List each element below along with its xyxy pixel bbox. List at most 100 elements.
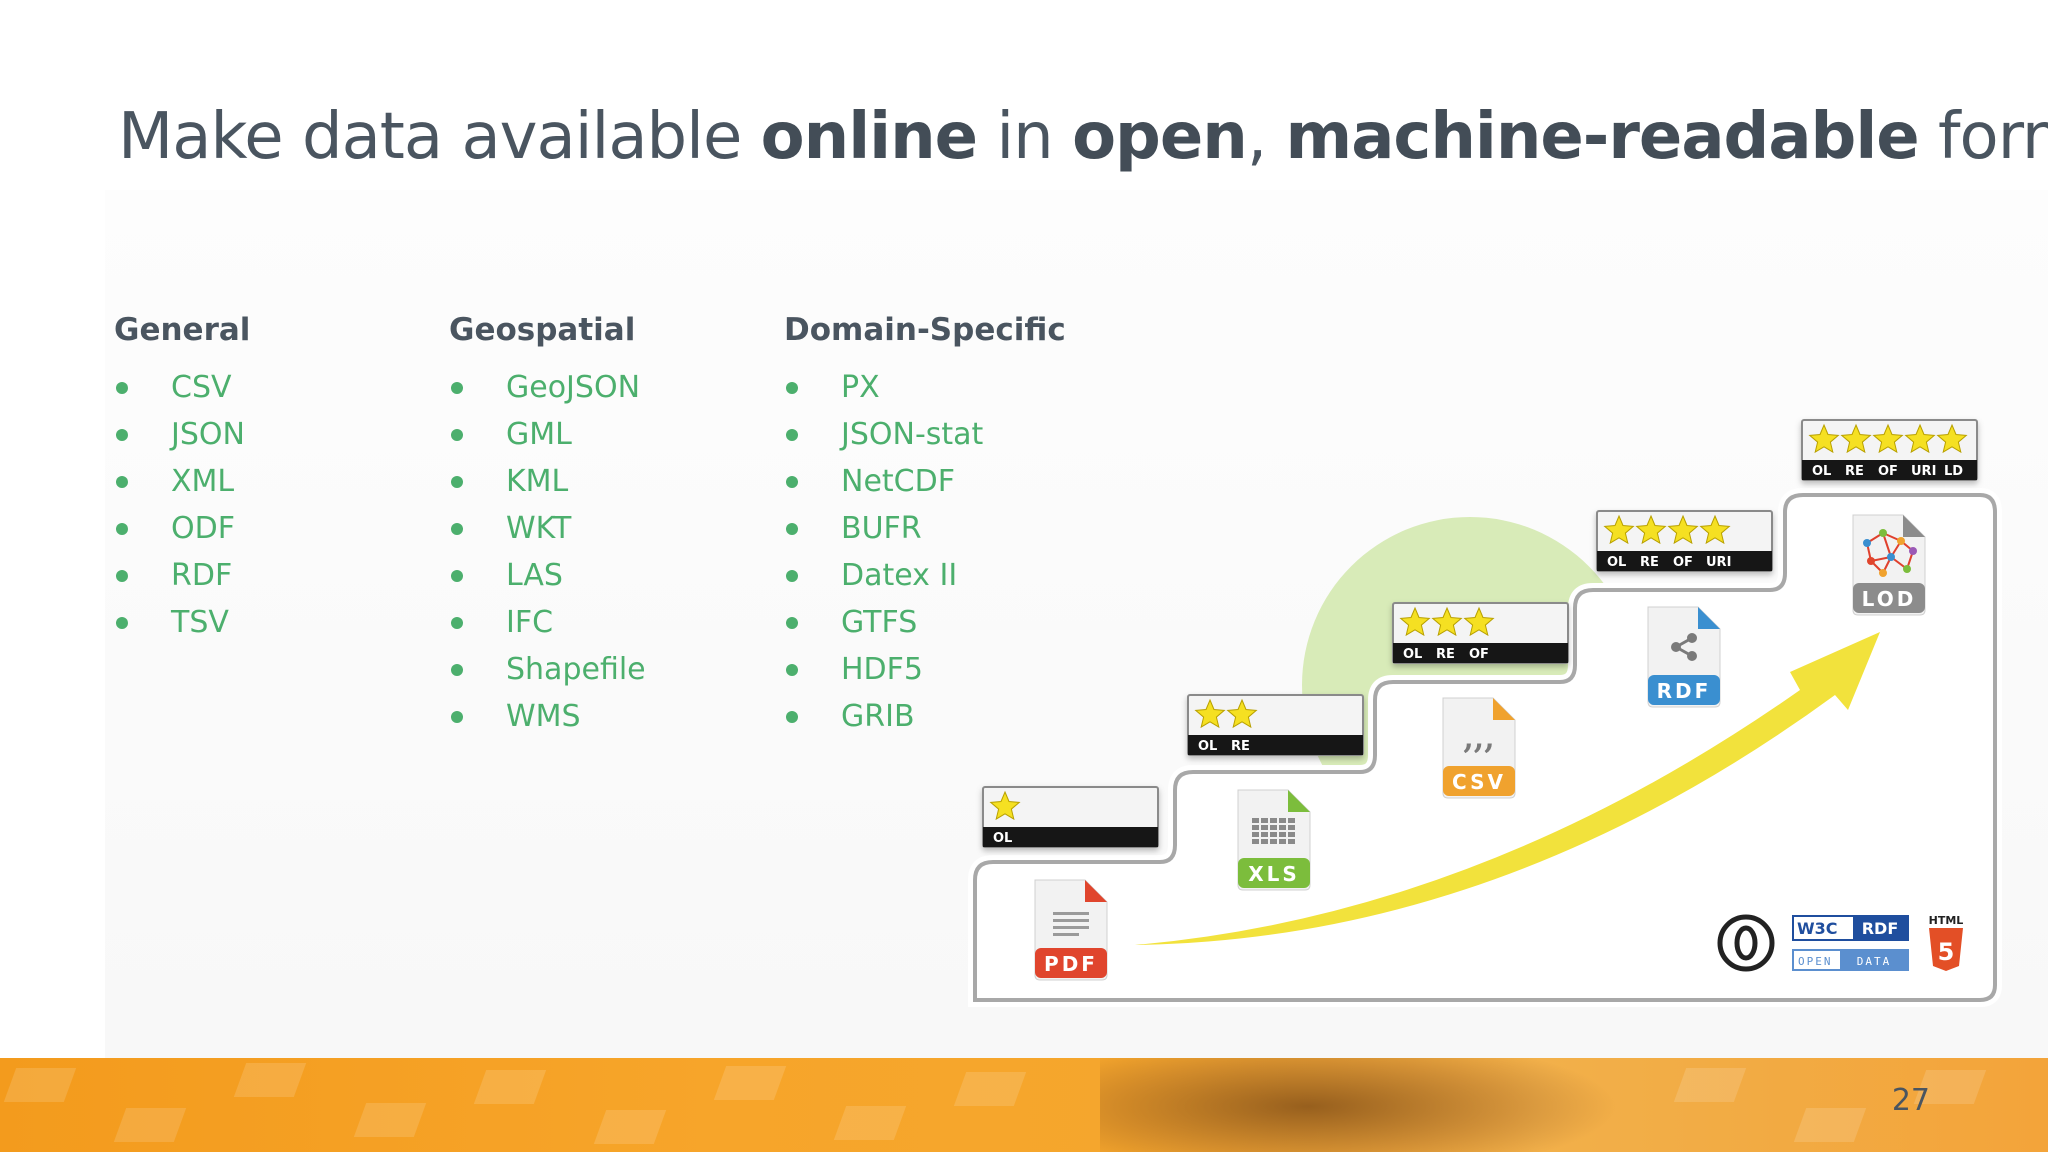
star-icon — [1936, 423, 1968, 454]
license-ring — [1717, 914, 1775, 972]
rating-tag-label: OL — [993, 831, 1012, 846]
rating-tag-label: RE — [1845, 464, 1864, 479]
star-icon — [1603, 514, 1635, 545]
column-heading: General — [114, 312, 251, 348]
open-license-badge — [1717, 914, 1775, 972]
rating-tag-label: RE — [1436, 647, 1455, 662]
grid-cell — [1279, 839, 1286, 844]
rating-tag-label: RE — [1231, 739, 1250, 754]
network-node — [1909, 547, 1917, 555]
footer-banner — [0, 1058, 2048, 1152]
xls-file-icon: XLS — [1237, 789, 1311, 891]
page-number: 27 — [1891, 1083, 1930, 1118]
share-node — [1671, 642, 1681, 652]
rdf-label: RDF — [1862, 919, 1899, 938]
file-corner-fold — [1903, 515, 1925, 537]
html5-digit: 5 — [1938, 938, 1955, 966]
text-line — [1053, 919, 1089, 922]
grid-cell — [1270, 818, 1277, 823]
title-bold-online: online — [760, 100, 978, 174]
network-node — [1903, 565, 1911, 573]
file-label-band — [1853, 583, 1925, 613]
file-label-band — [1648, 675, 1720, 705]
rating-tag-bar — [1802, 460, 1977, 480]
html5-badge: HTML 5 — [1929, 914, 1964, 971]
grid-cell — [1279, 832, 1286, 837]
file-label-band — [1035, 948, 1107, 978]
list-item: HDF5 — [784, 646, 1114, 693]
star-icon — [1431, 606, 1463, 637]
list-item: JSON — [114, 411, 444, 458]
list-item: KML — [449, 458, 779, 505]
comma-glyph: ,,, — [1463, 721, 1494, 756]
pdf-file-icon: PDF — [1034, 879, 1108, 981]
list-item: IFC — [449, 599, 779, 646]
rating-tag-bar — [1393, 643, 1568, 663]
file-label-band — [1443, 766, 1515, 796]
column-general: General CSV JSON XML ODF RDF TSV — [114, 312, 444, 646]
file-corner-fold — [1493, 698, 1515, 720]
file-corner-fold — [1698, 607, 1720, 629]
rating-tag-label: OF — [1878, 464, 1898, 479]
rating-tag-label: OL — [1403, 647, 1422, 662]
star-icon — [1635, 514, 1667, 545]
list-item: GML — [449, 411, 779, 458]
grid-cell — [1252, 832, 1259, 837]
grid-cell — [1270, 825, 1277, 830]
grid-cell — [1261, 839, 1268, 844]
grid-cell — [1288, 832, 1295, 837]
grid-cell — [1252, 825, 1259, 830]
license-zero — [1734, 925, 1758, 961]
list-item: GRIB — [784, 693, 1114, 740]
list-item: Datex II — [784, 552, 1114, 599]
column-domain-specific: Domain-Specific PX JSON-stat NetCDF BUFR… — [784, 312, 1114, 740]
star-icon — [1667, 514, 1699, 545]
data-label: DATA — [1857, 955, 1892, 968]
grid-cell — [1252, 839, 1259, 844]
text-line — [1053, 926, 1089, 929]
rating-tag-bar — [1188, 735, 1363, 755]
star-icon — [1399, 606, 1431, 637]
title-bold-open: open — [1072, 100, 1248, 174]
file-type-label: LOD — [1862, 587, 1917, 611]
grid-cell — [1261, 825, 1268, 830]
grid-cell — [1279, 825, 1286, 830]
star-icon — [989, 790, 1021, 821]
rating-tag-label: OL — [1607, 555, 1626, 570]
rating-tag-label: OL — [1198, 739, 1217, 754]
network-node — [1887, 553, 1895, 561]
share-node — [1687, 633, 1697, 643]
file-corner-fold — [1085, 880, 1107, 902]
star-icon — [1194, 698, 1226, 729]
rating-tag-label: OF — [1673, 555, 1693, 570]
list-item: PX — [784, 364, 1114, 411]
network-node — [1879, 569, 1887, 577]
rating-tag-label: OL — [1812, 464, 1831, 479]
rating-tag-label: URI — [1706, 555, 1731, 570]
title-text: in — [977, 100, 1073, 174]
html-label: HTML — [1929, 914, 1964, 927]
list-item: LAS — [449, 552, 779, 599]
star-rating-box: OL RE — [1187, 694, 1364, 756]
network-edge — [1882, 532, 1892, 558]
rating-tag-bar — [983, 827, 1158, 847]
list-item: CSV — [114, 364, 444, 411]
star-icon — [1699, 514, 1731, 545]
list-item: GeoJSON — [449, 364, 779, 411]
list-item: XML — [114, 458, 444, 505]
list-item: NetCDF — [784, 458, 1114, 505]
grid-cell — [1270, 839, 1277, 844]
column-heading: Domain-Specific — [784, 312, 1066, 348]
lod-file-icon: LOD — [1852, 514, 1926, 616]
list-item: Shapefile — [449, 646, 779, 693]
network-node — [1897, 537, 1905, 545]
star-icon — [1463, 606, 1495, 637]
list-item: WMS — [449, 693, 779, 740]
title-text: , — [1246, 100, 1286, 174]
